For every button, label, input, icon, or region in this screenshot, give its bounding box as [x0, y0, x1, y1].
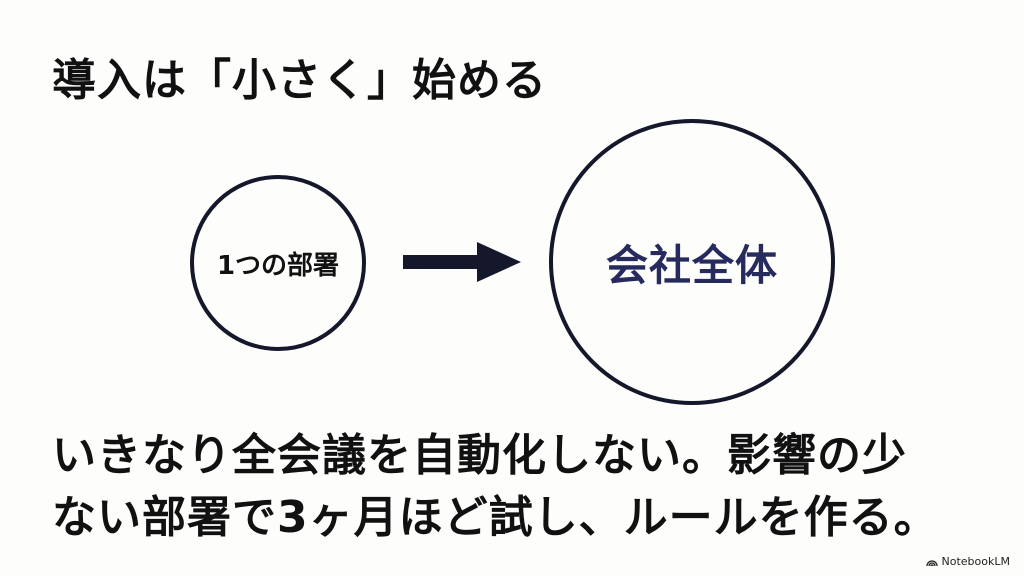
- slide-title: 導入は「小さく」始める: [52, 55, 547, 106]
- body-line: ない部署で3ヶ月ほど試し、ルールを作る。: [52, 492, 939, 543]
- slide-body: いきなり全会議を自動化しない。影響の少 ない部署で3ヶ月ほど試し、ルールを作る。: [52, 425, 939, 549]
- brand-label: NotebookLM: [941, 555, 1010, 568]
- company-circle: 会社全体: [549, 119, 835, 405]
- department-circle: 1つの部署: [190, 175, 366, 351]
- notebooklm-logo-icon: [925, 560, 938, 566]
- body-line: いきなり全会議を自動化しない。影響の少: [52, 430, 907, 481]
- company-label: 会社全体: [605, 240, 778, 290]
- brand-watermark: NotebookLM: [925, 555, 1010, 568]
- department-label: 1つの部署: [216, 250, 340, 281]
- arrow-right-icon: [403, 242, 521, 282]
